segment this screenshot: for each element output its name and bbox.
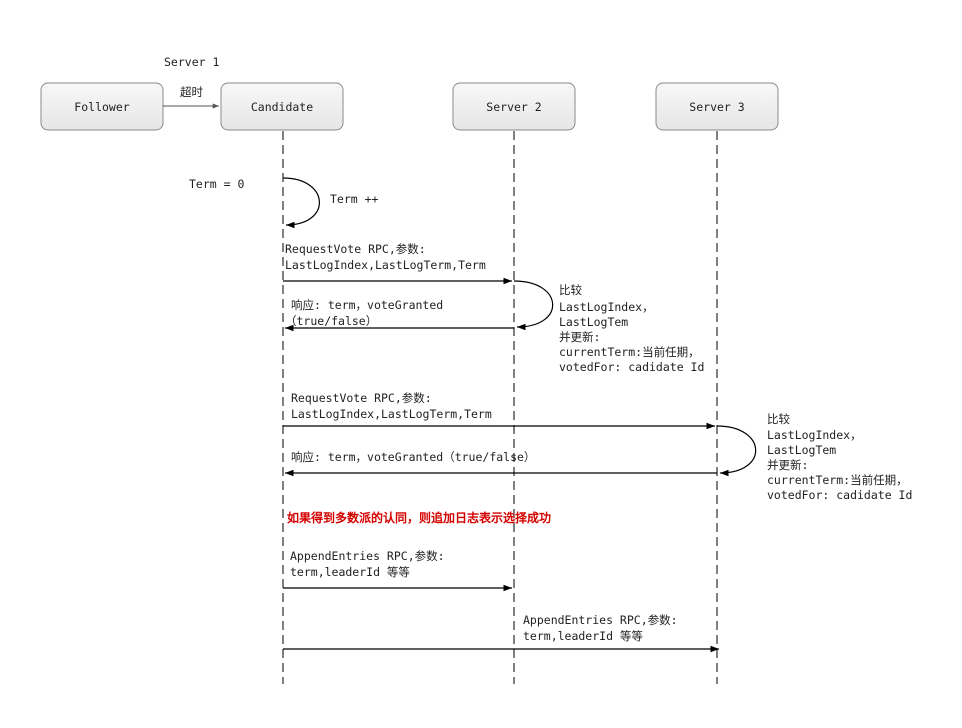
term-init-label: Term = 0 [189,177,244,191]
server2-compare-4: 并更新: [559,330,600,344]
candidate-label: Candidate [251,100,313,114]
server2-label: Server 2 [486,100,541,114]
appendentries2-label-1: AppendEntries RPC,参数: [523,613,678,627]
requestvote2-label-2: LastLogIndex,LastLogTerm,Term [291,407,492,421]
follower-label: Follower [74,100,129,114]
server2-compare-6: votedFor: cadidate Id [559,360,704,374]
timeout-label: 超时 [180,85,203,99]
requestvote2-label-1: RequestVote RPC,参数: [291,391,432,405]
appendentries1-label-1: AppendEntries RPC,参数: [290,549,445,563]
server2-compare-5: currentTerm:当前任期， [559,345,700,359]
server1-label: Server 1 [164,55,219,69]
server2-compare-2: LastLogIndex， [559,300,654,314]
candidate-box: Candidate [220,82,344,131]
server3-compare-2: LastLogIndex， [767,428,862,442]
server3-compare-3: LastLogTem [767,443,836,457]
server3-box: Server 3 [655,82,779,131]
server2-box: Server 2 [452,82,576,131]
server3-label: Server 3 [689,100,744,114]
term-increment-label: Term ++ [330,192,379,206]
server2-compare-1: 比较 [559,283,582,297]
server3-compare-loop [716,425,757,477]
term-increment-loop [282,177,320,229]
server2-compare-loop [513,280,554,331]
majority-note: 如果得到多数派的认同，则追加日志表示选择成功 [287,510,551,525]
requestvote1-label-2: LastLogIndex,LastLogTerm,Term [285,258,486,272]
server3-compare-1: 比较 [767,412,790,426]
appendentries1-label-2: term,leaderId 等等 [290,565,410,579]
response1-label-1: 响应: term，voteGranted [291,298,443,312]
follower-box: Follower [40,82,164,131]
response2-label: 响应: term，voteGranted（true/false） [291,450,535,464]
appendentries2-label-2: term,leaderId 等等 [523,629,643,643]
server3-compare-6: votedFor: cadidate Id [767,488,912,502]
server2-compare-3: LastLogTem [559,315,628,329]
server3-compare-5: currentTerm:当前任期， [767,473,908,487]
requestvote1-label-1: RequestVote RPC,参数: [285,242,426,256]
response1-label-2: （true/false） [285,314,377,328]
server3-compare-4: 并更新: [767,458,808,472]
